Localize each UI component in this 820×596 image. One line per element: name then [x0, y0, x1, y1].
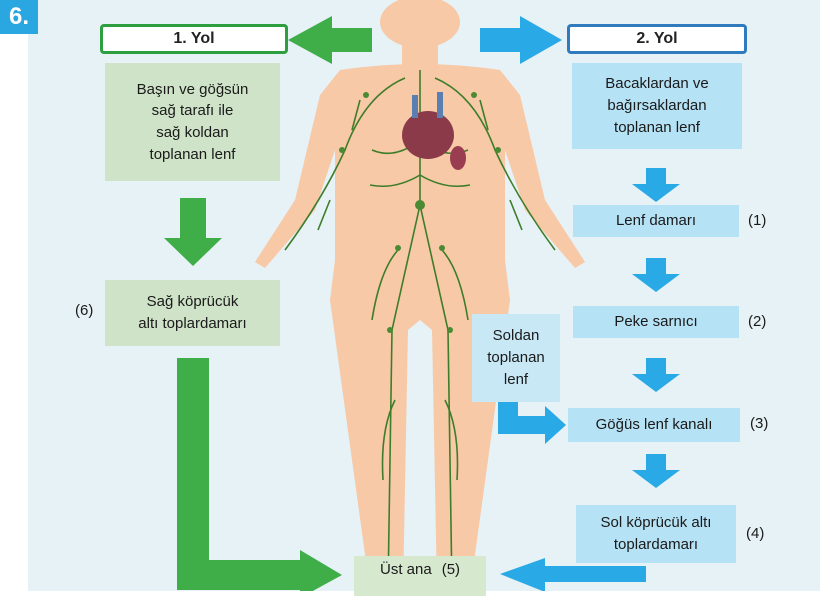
left-lymph-line-3: lenf: [504, 369, 528, 391]
left-source-box: Başın ve göğsün sağ tarafı ile sağ kolda…: [105, 63, 280, 181]
superior-vena-cava-box: Üst ana (5): [354, 556, 486, 596]
lymph-vessel-label: Lenf damarı: [616, 210, 696, 232]
left-path-title: 1. Yol: [100, 24, 288, 54]
left-source-line-1: Başın ve göğsün: [137, 79, 249, 101]
left-lymph-line-2: toplanan: [487, 347, 545, 369]
left-vein-line-1: Sol köprücük altı: [601, 512, 712, 534]
right-path-title: 2. Yol: [567, 24, 747, 54]
right-vein-line-2: altı toplardamarı: [138, 313, 246, 335]
left-source-line-2: sağ tarafı ile: [152, 100, 234, 122]
right-path-title-text: 2. Yol: [636, 30, 677, 48]
left-vein-number: (4): [746, 525, 764, 542]
right-source-box: Bacaklardan ve bağırsaklardan toplanan l…: [572, 63, 742, 149]
cisterna-chyli-number: (2): [748, 313, 766, 330]
cisterna-chyli-box: Peke sarnıcı: [573, 306, 739, 338]
superior-vena-cava-label: Üst ana: [380, 559, 432, 581]
superior-vena-cava-number: (5): [442, 559, 460, 581]
left-vein-line-2: toplardamarı: [614, 534, 698, 556]
left-subclavian-vein-box: Sol köprücük altı toplardamarı: [576, 505, 736, 563]
lymph-vessel-number: (1): [748, 212, 766, 229]
left-vein-number: (6): [75, 302, 93, 319]
cisterna-chyli-label: Peke sarnıcı: [614, 311, 697, 333]
thoracic-duct-number: (3): [750, 415, 768, 432]
left-source-line-3: sağ koldan: [156, 122, 229, 144]
left-path-title-text: 1. Yol: [173, 30, 214, 48]
left-lymph-box: Soldan toplanan lenf: [472, 314, 560, 402]
right-vein-line-1: Sağ köprücük: [147, 291, 239, 313]
thoracic-duct-label: Göğüs lenf kanalı: [596, 414, 713, 436]
right-source-line-2: bağırsaklardan: [607, 95, 706, 117]
thoracic-duct-box: Göğüs lenf kanalı: [568, 408, 740, 442]
lymph-vessel-box: Lenf damarı: [573, 205, 739, 237]
right-source-line-1: Bacaklardan ve: [605, 73, 708, 95]
right-subclavian-vein-box: Sağ köprücük altı toplardamarı: [105, 280, 280, 346]
left-lymph-line-1: Soldan: [493, 325, 540, 347]
right-source-line-3: toplanan lenf: [614, 117, 700, 139]
left-source-line-4: toplanan lenf: [150, 144, 236, 166]
